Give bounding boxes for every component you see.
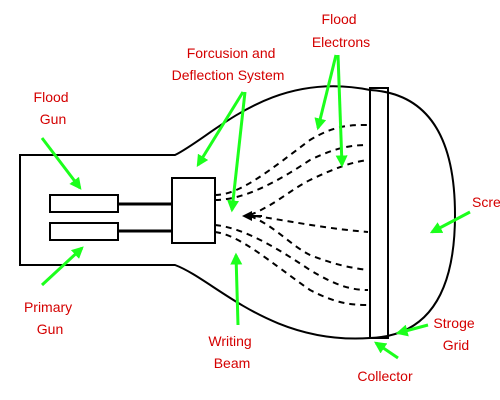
flood-gun-body: [49, 194, 119, 213]
label-flood-gun: Flood Gun: [34, 89, 73, 127]
screen-faceplate: [369, 89, 457, 339]
flood-electron-paths: [214, 124, 369, 306]
flood-electrons-arrow-left: [314, 54, 338, 131]
collector-plate: [369, 87, 389, 339]
label-collector: Collector: [357, 368, 413, 384]
flood-electrons-arrow-right: [335, 54, 348, 168]
storage-grid-arrow: [395, 323, 429, 337]
label-screen: Screen: [472, 194, 500, 210]
screen-arrow: [429, 210, 471, 234]
label-storage-grid: Stroge Grid: [433, 315, 478, 353]
label-primary-gun: Primary Gun: [24, 299, 76, 337]
label-writing-beam: Writing Beam: [208, 333, 255, 371]
labels: Flood Electrons Forcusion and Deflection…: [24, 11, 500, 384]
deflection-system-block: [171, 177, 216, 244]
indicator-arrows: [40, 54, 471, 360]
tube-envelope: [19, 85, 371, 340]
focusion-arrow-left: [196, 91, 245, 168]
writing-beam-arrow: [230, 252, 243, 326]
primary-gun-arrow: [40, 246, 84, 287]
focusion-arrow-right: [227, 91, 247, 213]
flood-gun-arrow: [40, 137, 82, 190]
label-focusion-deflection: Forcusion and Deflection System: [172, 45, 285, 83]
collector-arrow: [374, 341, 399, 360]
label-flood-electrons: Flood Electrons: [312, 11, 370, 50]
primary-gun-body: [49, 222, 119, 241]
